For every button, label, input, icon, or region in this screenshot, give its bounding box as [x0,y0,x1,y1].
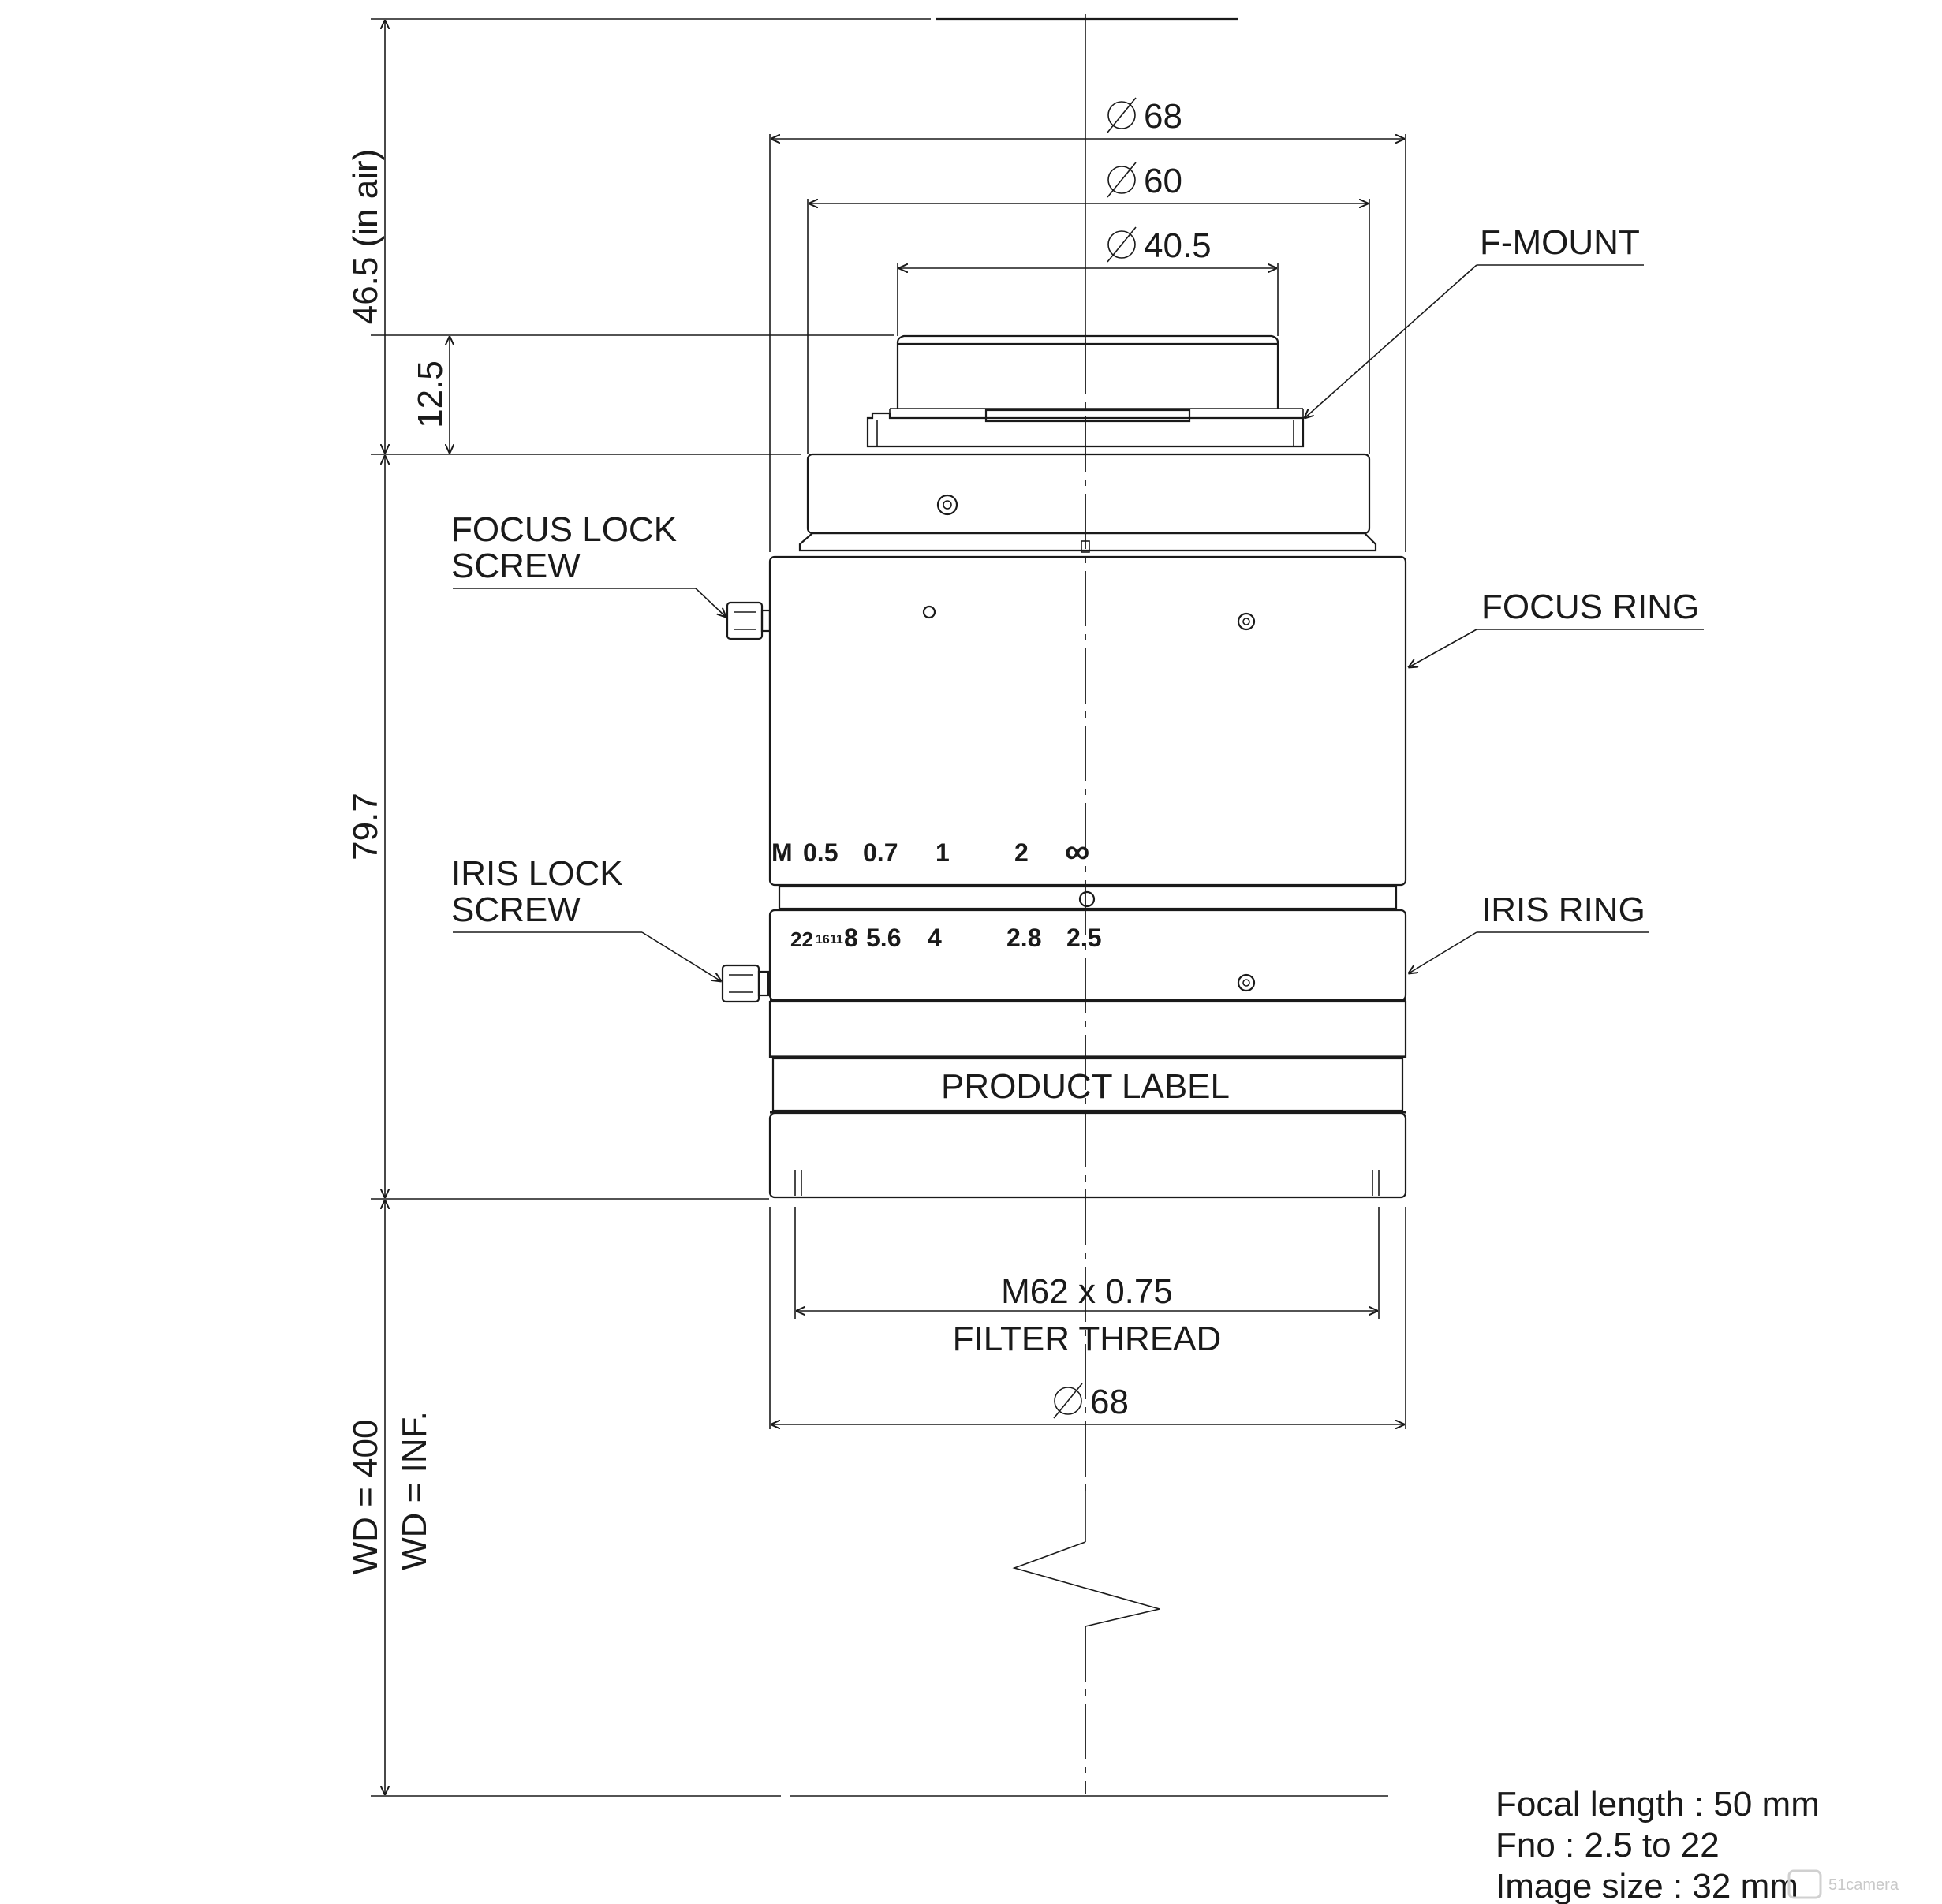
spec-image-size: Image size : 32 mm [1496,1867,1798,1904]
dim-diameter-68-bottom: 68 [1090,1383,1129,1421]
diameter-symbol-icon [1053,1383,1083,1419]
label-focus-lock-screw-line2: SCREW [451,547,581,585]
label-section [768,1000,1407,1114]
label-iris-lock-screw-line1: IRIS LOCK [451,854,623,893]
iris-scale-11: 11 [830,933,843,946]
iris-scale-16: 16 [816,933,830,946]
focus-scale-0-7: 0.7 [863,838,898,867]
label-f-mount: F-MOUNT [1480,223,1640,262]
focus-scale-infinity: ∞ [1065,832,1089,871]
focus-scale-1: 1 [936,838,950,867]
optical-axis [1012,14,1160,1794]
dim-flange-46-5: 46.5 (in air) [346,149,385,325]
spec-focal-length: Focal length : 50 mm [1496,1785,1820,1824]
spec-block: Focal length : 50 mm Fno : 2.5 to 22 Ima… [1496,1785,1820,1904]
iris-scale-2-5: 2.5 [1066,924,1101,952]
watermark-logo: 51camera [1787,1869,1899,1899]
filter-thread-size: M62 x 0.75 [1001,1272,1173,1311]
mount-ring [798,453,1377,553]
diameter-symbol-icon [1107,97,1137,133]
dim-wd-inf: WD = INF. [395,1411,434,1570]
watermark-text: 51camera [1828,1876,1899,1894]
f-mount-flange [866,334,1305,448]
focus-scale-m: M [771,838,793,867]
iris-scale-2-8: 2.8 [1006,924,1041,952]
label-iris-lock-screw-line2: SCREW [451,890,581,929]
diameter-symbol-icon [1107,226,1137,263]
iris-scale-22: 22 [790,928,813,951]
iris-lock-screw [721,964,770,1003]
dim-mount-12-5: 12.5 [411,360,450,428]
iris-ring-body [768,909,1407,1002]
label-iris-ring: IRIS RING [1481,890,1645,929]
focus-scale-0-5: 0.5 [803,838,838,867]
iris-scale-8: 8 [844,924,858,952]
iris-scale-5-6: 5.6 [866,924,901,952]
product-label-text: PRODUCT LABEL [941,1067,1230,1106]
bottom-dimensions: M62 x 0.75 FILTER THREAD 68 [769,1207,1406,1429]
focus-distance-scale: M 0.5 0.7 1 2 ∞ [771,832,1089,871]
label-focus-ring: FOCUS RING [1481,588,1699,626]
spec-fno: Fno : 2.5 to 22 [1496,1826,1720,1865]
iris-scale-4: 4 [928,924,942,952]
front-ring [768,1112,1407,1199]
lens-body [721,334,1407,1199]
callouts: F-MOUNT FOCUS LOCK SCREW FOCUS RING IRIS… [451,223,1704,981]
dim-diameter-60: 60 [1144,162,1182,200]
dim-diameter-68-top: 68 [1144,97,1182,136]
iris-f-number-scale: 22 16 11 8 5.6 4 2.8 2.5 [790,924,1101,952]
focus-lock-screw [726,601,771,640]
diameter-symbol-icon [1107,162,1137,198]
filter-thread-label: FILTER THREAD [953,1320,1222,1358]
focus-ring-body [768,555,1407,887]
label-focus-lock-screw-line1: FOCUS LOCK [451,510,677,549]
dim-wd-400: WD = 400 [346,1420,385,1575]
focus-scale-2: 2 [1014,838,1029,867]
diameter-dimensions-top: 68 60 40.5 [769,97,1406,552]
dim-diameter-40-5: 40.5 [1144,226,1212,265]
vertical-dimensions: 46.5 (in air) 12.5 79.7 WD = 400 WD = IN… [346,21,450,1794]
dim-length-79-7: 79.7 [346,793,385,861]
